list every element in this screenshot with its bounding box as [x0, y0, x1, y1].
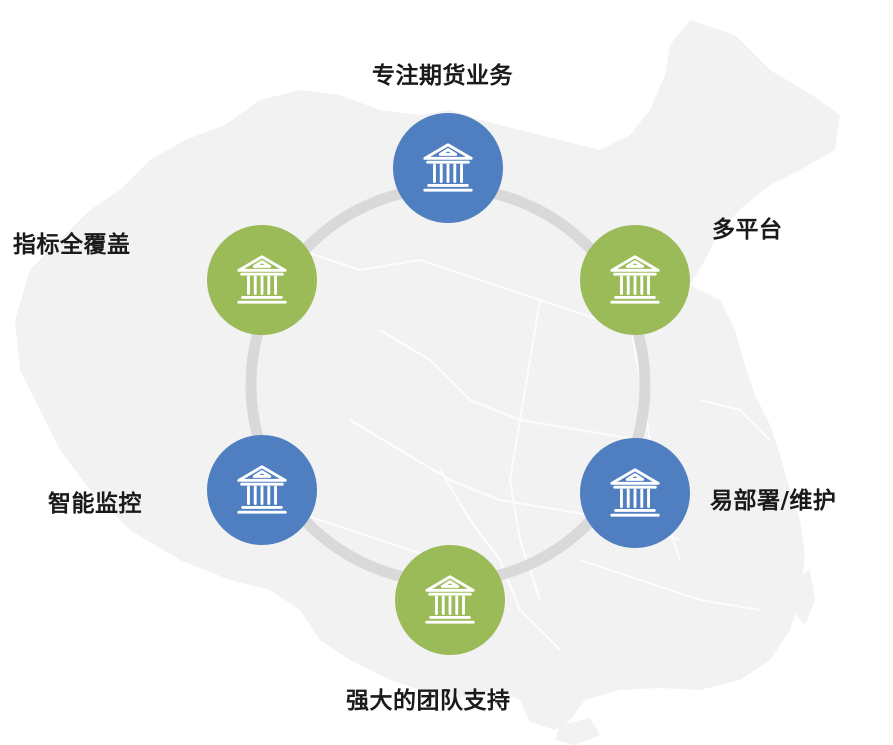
bank-icon [237, 465, 287, 514]
map-shape [15, 20, 840, 730]
label-futures: 专注期货业务 [372, 63, 513, 89]
node-futures [393, 113, 503, 223]
label-team-support: 强大的团队支持 [346, 688, 511, 714]
label-smart-monitor: 智能监控 [48, 491, 142, 517]
label-multi-platform: 多平台 [712, 217, 783, 243]
node-team-support [395, 545, 505, 655]
bank-icon [237, 255, 287, 304]
bank-icon [425, 575, 475, 624]
bank-icon [610, 255, 660, 304]
node-multi-platform [580, 225, 690, 335]
label-easy-deploy: 易部署/维护 [710, 488, 837, 514]
taiwan-shape [790, 570, 815, 625]
node-full-coverage [207, 225, 317, 335]
label-full-coverage: 指标全覆盖 [13, 232, 131, 258]
hainan-shape [555, 718, 600, 745]
node-smart-monitor [207, 435, 317, 545]
node-easy-deploy [580, 438, 690, 548]
bank-icon [610, 468, 660, 517]
bank-icon [423, 143, 473, 192]
